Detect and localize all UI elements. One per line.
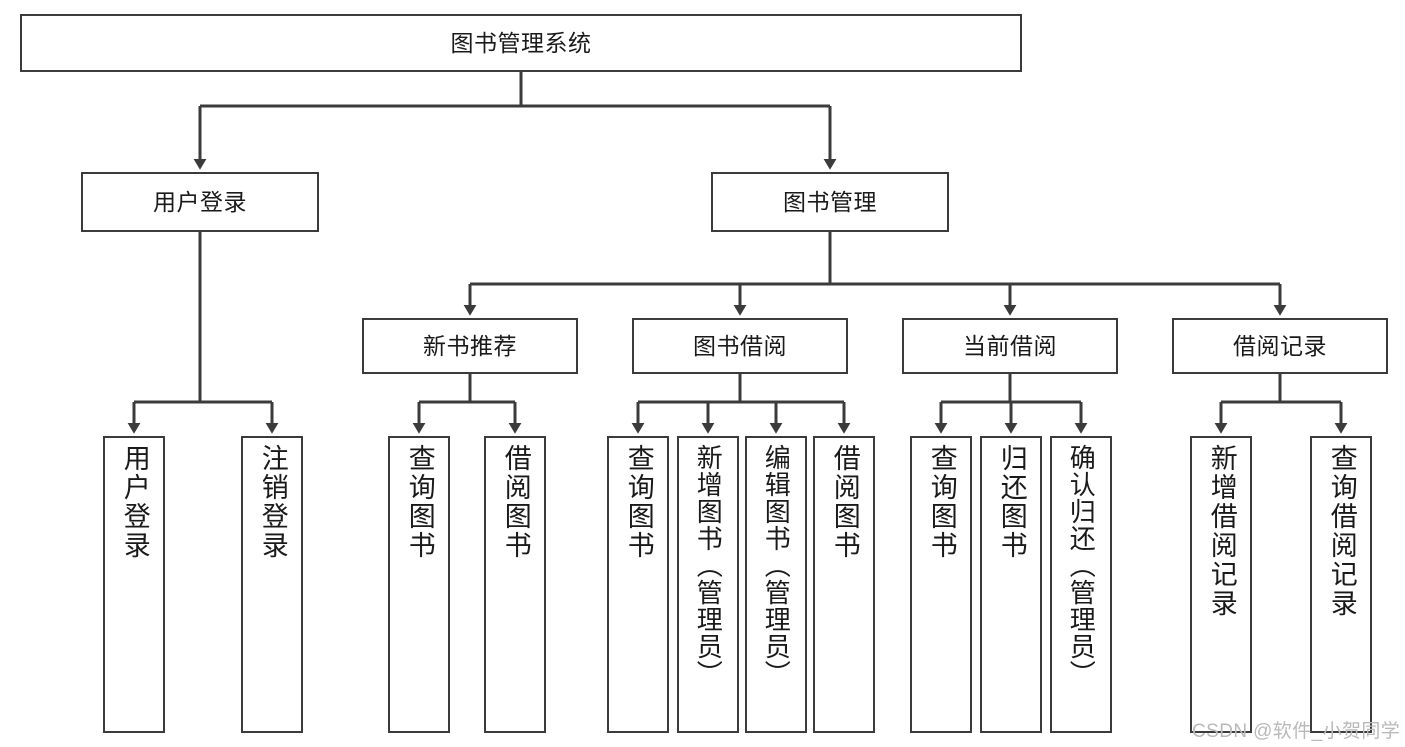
leaf-query-book-borrow[interactable]: 查询图书 <box>607 436 669 733</box>
leaf-user-login[interactable]: 用户登录 <box>103 436 165 733</box>
node-borrow-record[interactable]: 借阅记录 <box>1172 318 1388 374</box>
leaf-confirm-return[interactable]: 确认归还（管理员） <box>1050 436 1112 733</box>
node-user-login-label: 用户登录 <box>153 188 247 215</box>
leaf-query-book-current-label: 查询图书 <box>926 444 957 560</box>
leaf-query-book-recommend[interactable]: 查询图书 <box>388 436 450 733</box>
leaf-return-book[interactable]: 归还图书 <box>980 436 1042 733</box>
leaf-logout[interactable]: 注销登录 <box>241 436 303 733</box>
node-root[interactable]: 图书管理系统 <box>20 14 1022 72</box>
node-current-borrow[interactable]: 当前借阅 <box>902 318 1118 374</box>
node-book-manage[interactable]: 图书管理 <box>711 172 949 232</box>
leaf-borrow-book-recommend[interactable]: 借阅图书 <box>484 436 546 733</box>
leaf-borrow-book-label: 借阅图书 <box>829 444 860 560</box>
leaf-add-borrow-record-label: 新增借阅记录 <box>1206 444 1237 618</box>
node-new-book-recommend[interactable]: 新书推荐 <box>362 318 578 374</box>
leaf-confirm-return-label: 确认归还（管理员） <box>1066 444 1097 687</box>
node-current-borrow-label: 当前借阅 <box>963 332 1057 359</box>
leaf-query-borrow-record-label: 查询借阅记录 <box>1326 444 1357 618</box>
leaf-borrow-book-recommend-label: 借阅图书 <box>500 444 531 560</box>
node-new-book-recommend-label: 新书推荐 <box>423 332 517 359</box>
leaf-edit-book-label: 编辑图书（管理员） <box>761 444 792 687</box>
leaf-query-book-recommend-label: 查询图书 <box>404 444 435 560</box>
leaf-query-book-current[interactable]: 查询图书 <box>910 436 972 733</box>
leaf-add-book-label: 新增图书（管理员） <box>693 444 724 687</box>
leaf-borrow-book[interactable]: 借阅图书 <box>813 436 875 733</box>
leaf-query-book-borrow-label: 查询图书 <box>623 444 654 560</box>
leaf-user-login-label: 用户登录 <box>119 444 150 560</box>
leaf-return-book-label: 归还图书 <box>996 444 1027 560</box>
leaf-edit-book[interactable]: 编辑图书（管理员） <box>745 436 807 733</box>
node-book-borrow[interactable]: 图书借阅 <box>632 318 848 374</box>
node-user-login[interactable]: 用户登录 <box>81 172 319 232</box>
leaf-query-borrow-record[interactable]: 查询借阅记录 <box>1310 436 1372 733</box>
leaf-logout-label: 注销登录 <box>257 444 288 560</box>
node-book-borrow-label: 图书借阅 <box>693 332 787 359</box>
leaf-add-book[interactable]: 新增图书（管理员） <box>677 436 739 733</box>
node-root-label: 图书管理系统 <box>450 29 592 56</box>
csdn-watermark: CSDN @软件_小贺同学 <box>1192 721 1401 742</box>
leaf-add-borrow-record[interactable]: 新增借阅记录 <box>1190 436 1252 733</box>
node-borrow-record-label: 借阅记录 <box>1233 332 1327 359</box>
node-book-manage-label: 图书管理 <box>783 188 877 215</box>
